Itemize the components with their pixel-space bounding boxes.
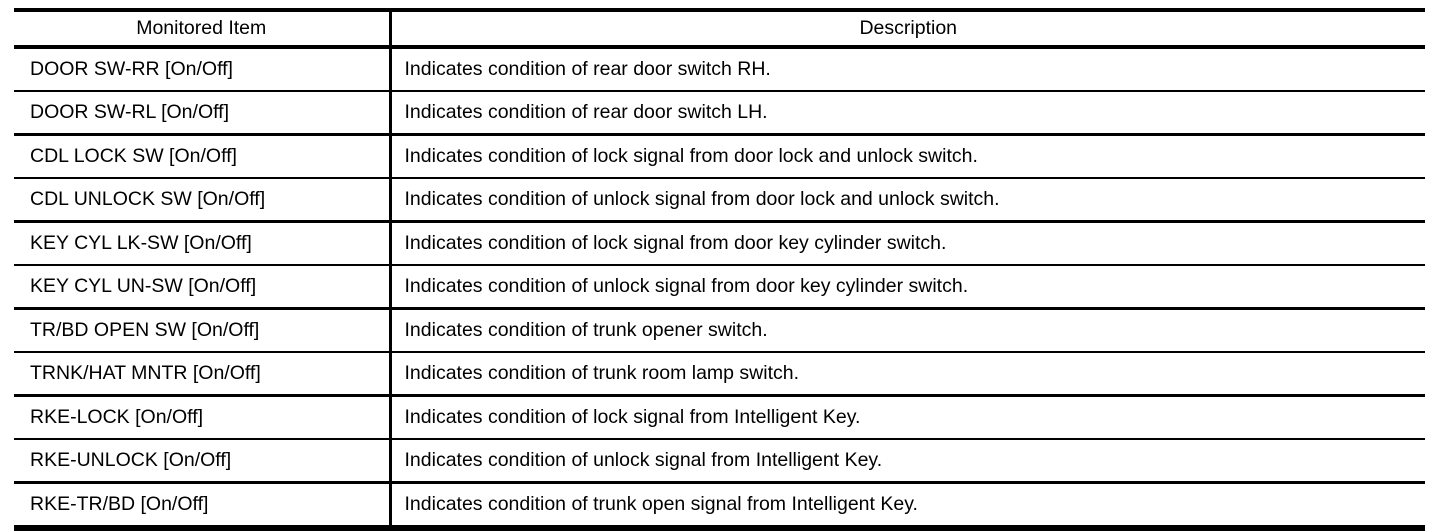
column-header-monitored-item: Monitored Item bbox=[14, 10, 392, 49]
description-cell: Indicates condition of trunk open signal… bbox=[404, 493, 918, 515]
monitored-item-cell: RKE-UNLOCK [On/Off] bbox=[14, 439, 392, 484]
description-cell: Indicates condition of unlock signal fro… bbox=[390, 439, 1425, 484]
monitored-item-cell: DOOR SW-RL [On/Off] bbox=[14, 91, 392, 136]
monitored-item-cell: TR/BD OPEN SW [On/Off] bbox=[14, 308, 392, 353]
table-row: KEY CYL UN-SW [On/Off] Indicates conditi… bbox=[14, 265, 1425, 310]
description-cell: Indicates condition of rear door switch … bbox=[390, 47, 1425, 92]
header-row: Monitored Item Description bbox=[14, 10, 1425, 49]
table-row: CDL LOCK SW [On/Off] Indicates condition… bbox=[14, 134, 1425, 179]
description-cell: Indicates condition of rear door switch … bbox=[390, 91, 1425, 136]
table-row: CDL UNLOCK SW [On/Off] Indicates conditi… bbox=[14, 178, 1425, 223]
table-row: RKE-UNLOCK [On/Off] Indicates condition … bbox=[14, 439, 1425, 484]
table-row: TR/BD OPEN SW [On/Off] Indicates conditi… bbox=[14, 308, 1425, 353]
table-row: RKE-TR/BD [On/Off] Indicates condition o… bbox=[14, 482, 1425, 528]
monitored-item-cell: CDL UNLOCK SW [On/Off] bbox=[14, 178, 392, 223]
description-cell: Indicates condition of trunk room lamp s… bbox=[390, 352, 1425, 397]
description-cell: Indicates condition of unlock signal fro… bbox=[390, 178, 1425, 223]
monitored-items-table: Monitored Item Description DOOR SW-RR [O… bbox=[14, 8, 1425, 531]
description-cell: Indicates condition of lock signal from … bbox=[390, 395, 1425, 440]
description-cell: Indicates condition of lock signal from … bbox=[390, 134, 1425, 179]
monitored-item-cell: KEY CYL UN-SW [On/Off] bbox=[14, 265, 392, 310]
table-row: DOOR SW-RL [On/Off] Indicates condition … bbox=[14, 91, 1425, 136]
monitored-item-cell: TRNK/HAT MNTR [On/Off] bbox=[14, 352, 392, 397]
monitored-item-cell: DOOR SW-RR [On/Off] bbox=[14, 47, 392, 92]
table-row: DOOR SW-RR [On/Off] Indicates condition … bbox=[14, 47, 1425, 92]
column-header-description: Description bbox=[390, 10, 1425, 49]
monitored-item-cell: RKE-TR/BD [On/Off] bbox=[14, 482, 392, 528]
monitored-item-cell: KEY CYL LK-SW [On/Off] bbox=[14, 221, 392, 266]
monitored-item-cell: CDL LOCK SW [On/Off] bbox=[14, 134, 392, 179]
table-row: TRNK/HAT MNTR [On/Off] Indicates conditi… bbox=[14, 352, 1425, 397]
description-cell: Indicates condition of trunk opener swit… bbox=[390, 308, 1425, 353]
description-cell: Indicates condition of unlock signal fro… bbox=[390, 265, 1425, 310]
monitored-item-cell: RKE-LOCK [On/Off] bbox=[14, 395, 392, 440]
table-row: RKE-LOCK [On/Off] Indicates condition of… bbox=[14, 395, 1425, 440]
table-body: DOOR SW-RR [On/Off] Indicates condition … bbox=[14, 47, 1425, 528]
table-header: Monitored Item Description bbox=[14, 10, 1425, 49]
description-cell: Indicates condition of lock signal from … bbox=[390, 221, 1425, 266]
table-row: KEY CYL LK-SW [On/Off] Indicates conditi… bbox=[14, 221, 1425, 266]
